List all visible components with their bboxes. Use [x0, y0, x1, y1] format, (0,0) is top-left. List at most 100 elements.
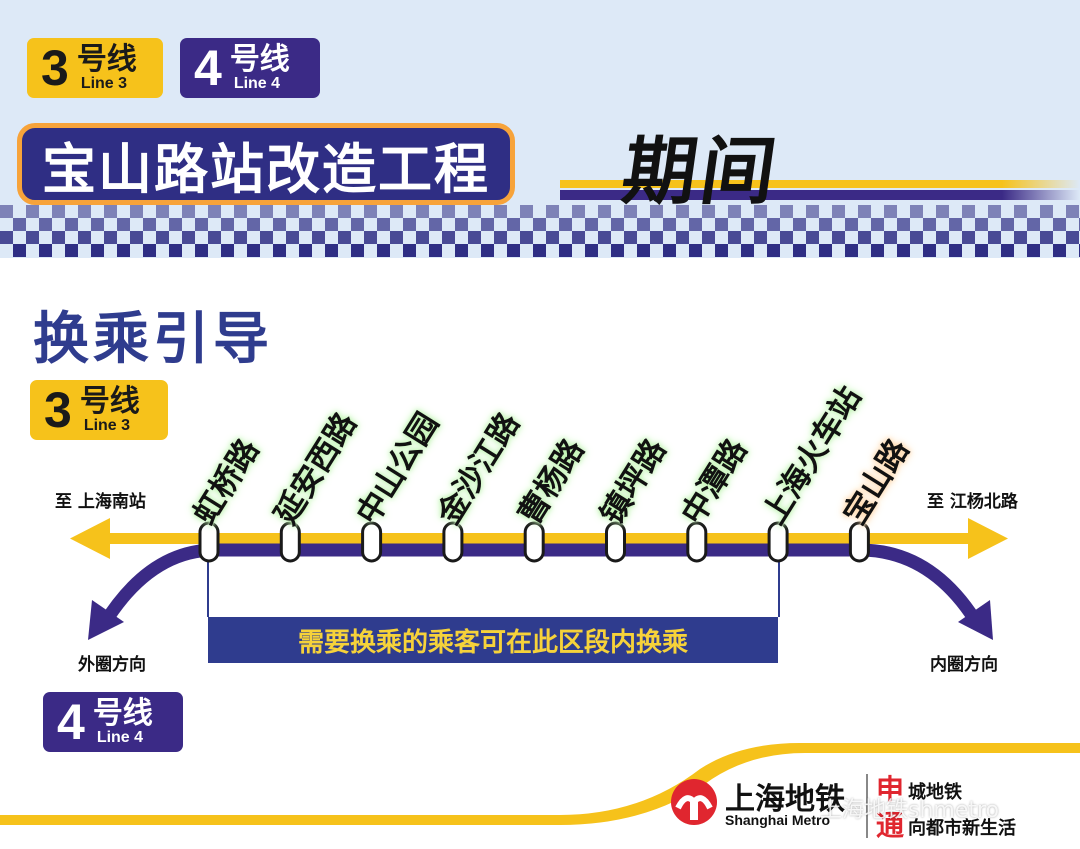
checker-square — [715, 244, 728, 257]
line-label-cn: 号线 — [92, 695, 153, 731]
checker-square — [13, 244, 26, 257]
checker-square — [182, 205, 195, 218]
checker-square — [858, 231, 871, 244]
checker-square — [871, 244, 884, 257]
checker-square — [1066, 231, 1079, 244]
checker-square — [117, 218, 130, 231]
checker-square — [351, 218, 364, 231]
checker-square — [325, 218, 338, 231]
checker-square — [559, 218, 572, 231]
checker-square — [494, 231, 507, 244]
checker-square — [169, 244, 182, 257]
checker-square — [52, 231, 65, 244]
station-marker — [605, 521, 626, 563]
checker-square — [676, 205, 689, 218]
checker-square — [962, 205, 975, 218]
checker-square — [143, 244, 156, 257]
checker-square — [1066, 205, 1079, 218]
checker-square — [819, 218, 832, 231]
checker-square — [624, 231, 637, 244]
checker-square — [923, 218, 936, 231]
checker-square — [702, 205, 715, 218]
checker-square — [117, 244, 130, 257]
checker-square — [702, 231, 715, 244]
checker-square — [507, 244, 520, 257]
checker-square — [949, 244, 962, 257]
checker-square — [585, 218, 598, 231]
checker-square — [1040, 231, 1053, 244]
checker-square — [286, 231, 299, 244]
checker-square — [221, 218, 234, 231]
checker-square — [559, 244, 572, 257]
checker-square — [455, 244, 468, 257]
checker-square — [39, 244, 52, 257]
checker-square — [975, 218, 988, 231]
checker-square — [819, 244, 832, 257]
checker-square — [0, 231, 13, 244]
checker-square — [975, 244, 988, 257]
checker-square — [884, 231, 897, 244]
slogan-bottom-big: 通 — [876, 809, 905, 842]
checker-square — [377, 218, 390, 231]
checker-square — [260, 205, 273, 218]
checker-square — [572, 205, 585, 218]
checker-square — [741, 218, 754, 231]
checker-square — [78, 231, 91, 244]
checker-square — [806, 205, 819, 218]
checker-square — [806, 231, 819, 244]
checker-square — [923, 244, 936, 257]
shanghai-metro-logo-icon — [671, 779, 717, 825]
checker-square — [351, 244, 364, 257]
checker-square — [208, 205, 221, 218]
checker-square — [793, 218, 806, 231]
checker-square — [273, 244, 286, 257]
checker-square — [585, 244, 598, 257]
station-marker — [686, 521, 708, 563]
checker-square — [208, 231, 221, 244]
checker-square — [546, 231, 559, 244]
checker-square — [78, 205, 91, 218]
checker-square — [1053, 244, 1066, 257]
transfer-bracket — [207, 560, 780, 617]
checker-square — [611, 244, 624, 257]
line3-arrow-right — [968, 518, 1008, 559]
checker-square — [312, 231, 325, 244]
checker-square — [234, 231, 247, 244]
line-label-en: Line 3 — [83, 416, 131, 434]
slogan-bottom: 向都市新生活 — [908, 818, 1016, 839]
checker-square — [741, 244, 754, 257]
direction-left-top: 至 上海南站 — [55, 492, 146, 512]
checker-square — [403, 218, 416, 231]
checker-square — [533, 218, 546, 231]
checker-square — [572, 231, 585, 244]
checker-square — [494, 205, 507, 218]
checker-square — [260, 231, 273, 244]
checker-square — [689, 218, 702, 231]
checker-square — [26, 205, 39, 218]
checker-square — [793, 244, 806, 257]
station-marker — [442, 521, 464, 563]
checker-square — [988, 231, 1001, 244]
logo-divider — [866, 774, 868, 838]
checker-square — [832, 205, 845, 218]
checker-square — [273, 218, 286, 231]
line4-arrow-left — [88, 600, 124, 640]
checker-square — [858, 205, 871, 218]
station-marker — [848, 521, 870, 563]
checker-square — [676, 231, 689, 244]
checker-square — [364, 205, 377, 218]
checker-square — [780, 231, 793, 244]
line-label-cn: 号线 — [229, 41, 290, 77]
checker-square — [728, 231, 741, 244]
line-number: 4 — [57, 694, 85, 750]
checker-square — [468, 205, 481, 218]
checker-square — [403, 244, 416, 257]
section-title: 换乘引导 — [33, 307, 273, 372]
logo-text-cn: 上海地铁 — [725, 782, 845, 817]
checker-square — [728, 205, 741, 218]
checker-square — [1053, 218, 1066, 231]
checker-square — [390, 205, 403, 218]
checker-square — [221, 244, 234, 257]
checker-square — [299, 244, 312, 257]
checker-square — [689, 244, 702, 257]
